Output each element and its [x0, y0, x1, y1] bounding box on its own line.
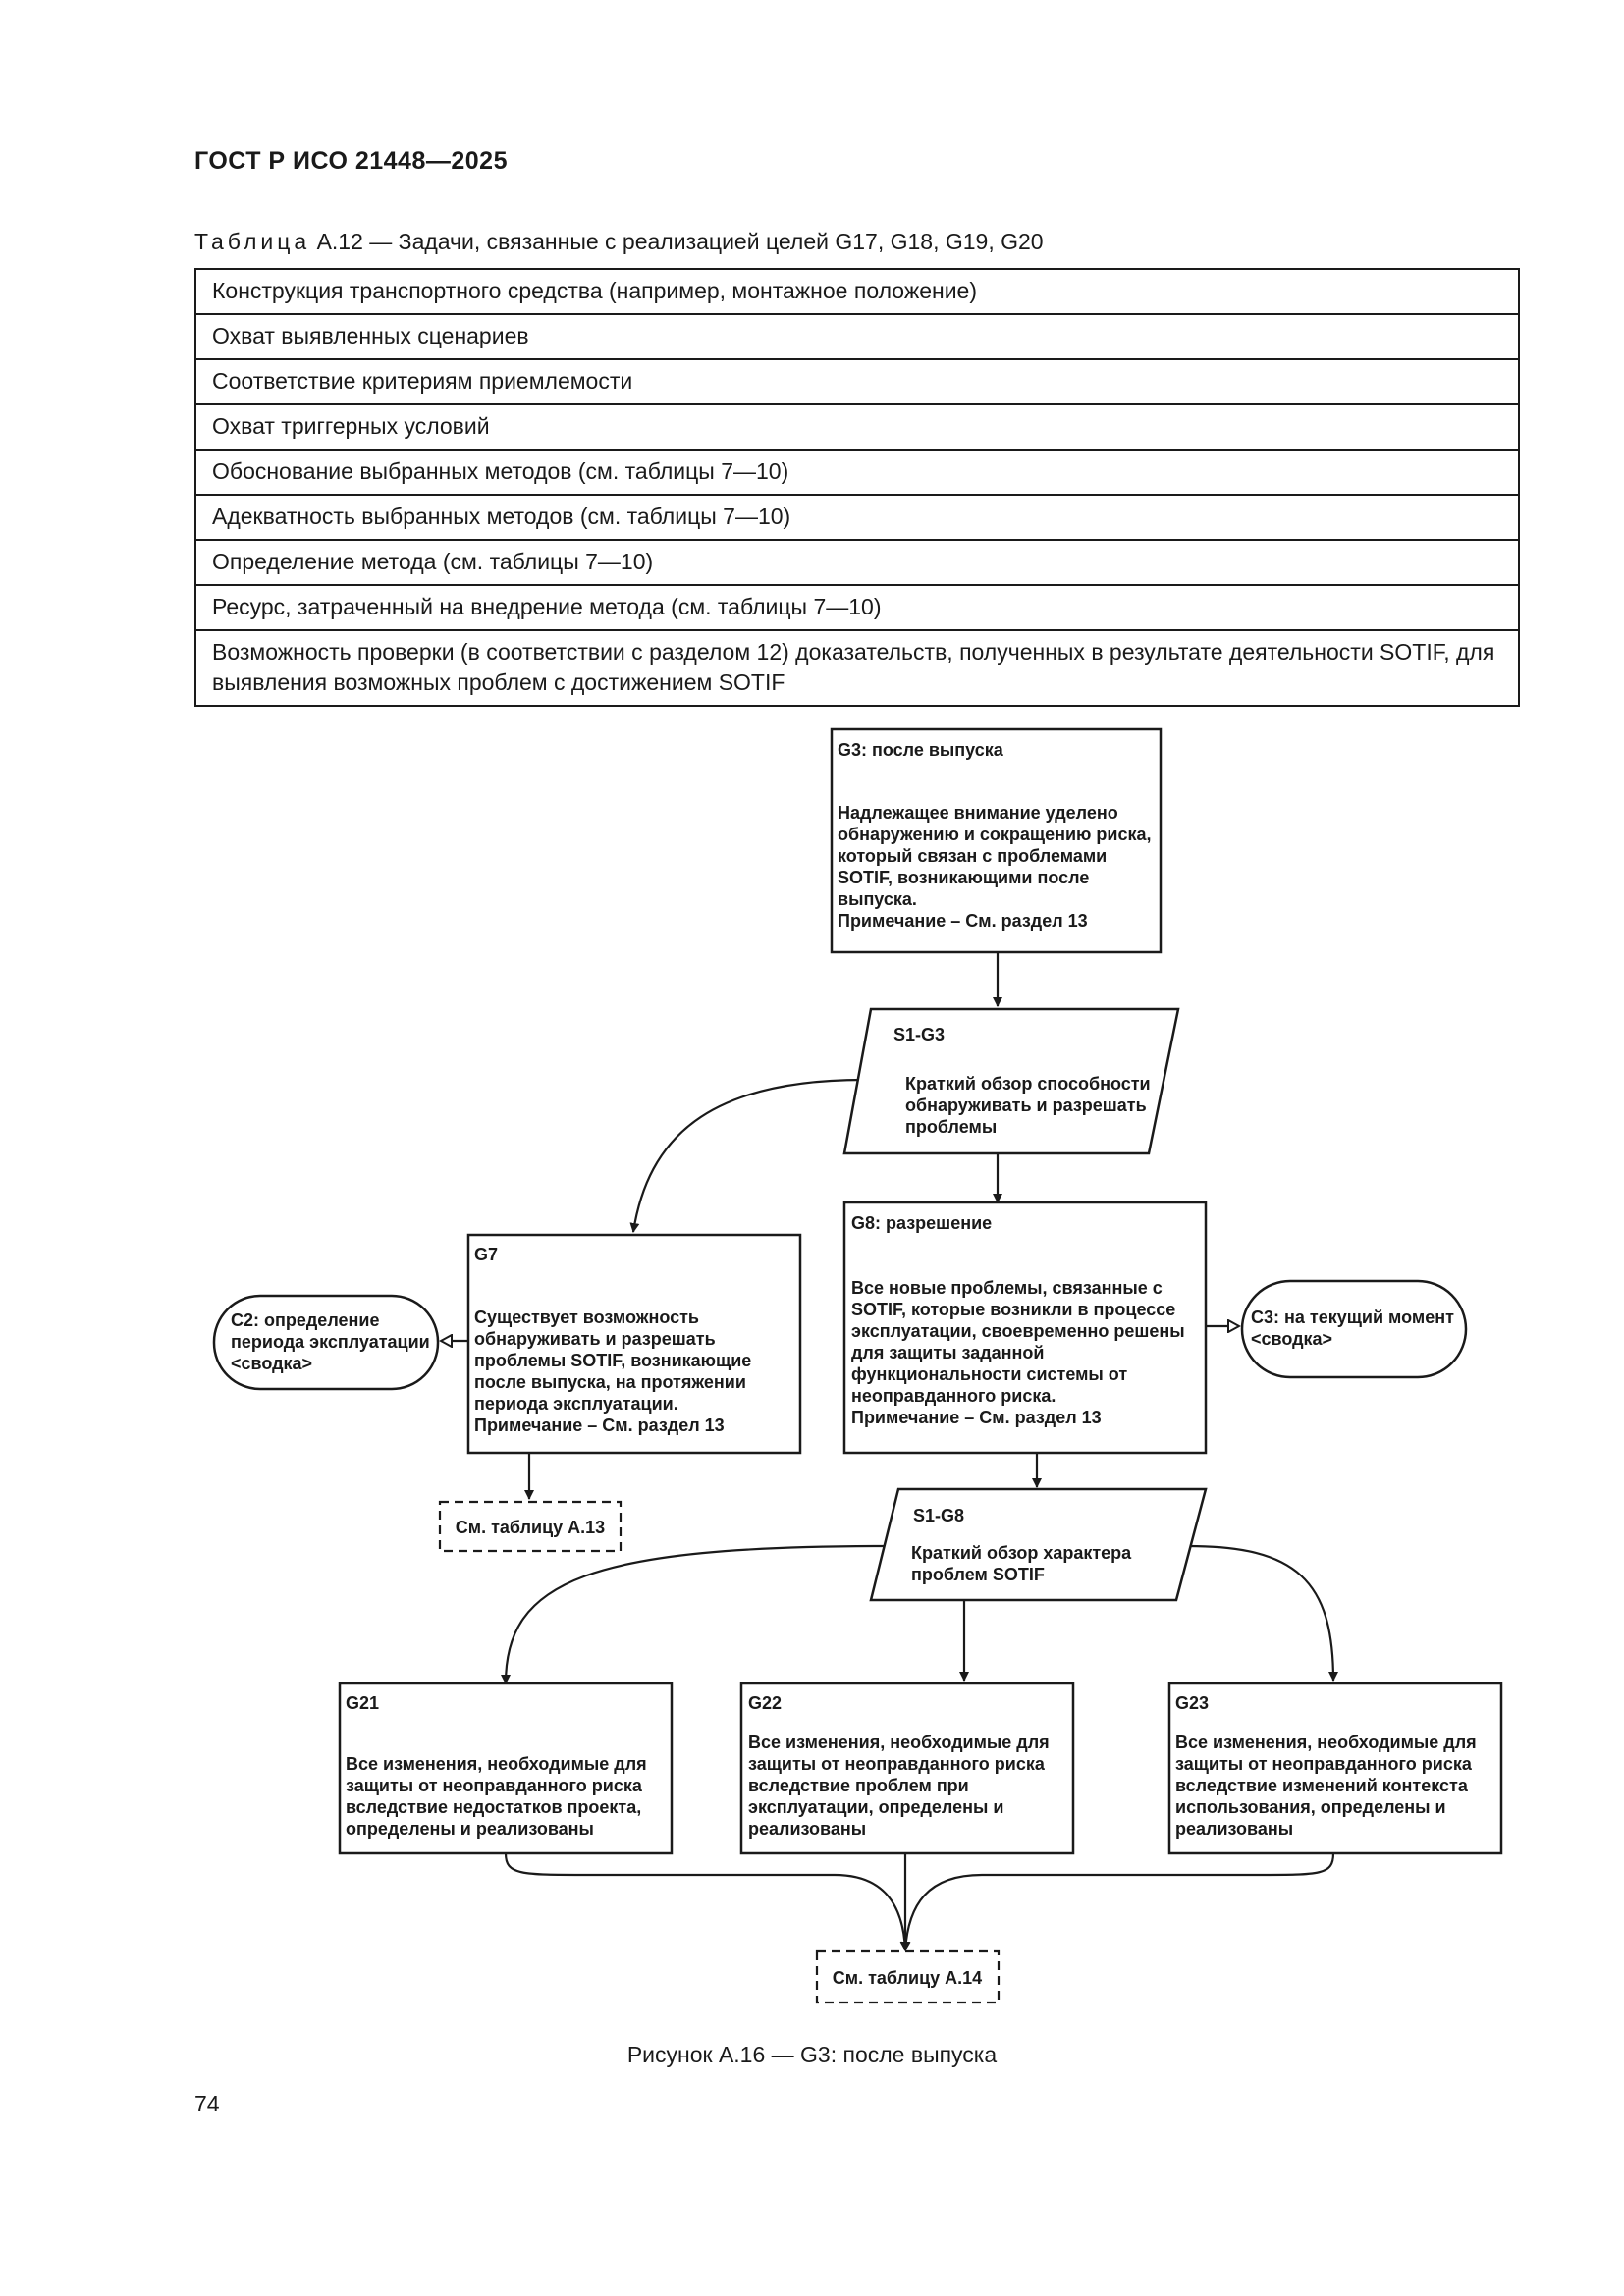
- goal-g3-line: обнаружению и сокращению риска,: [838, 825, 1152, 844]
- edge-g21-ref14: [504, 1852, 910, 1951]
- reference-table-a13: См. таблицу А.13: [438, 1500, 623, 1553]
- edge-g23-ref14: [900, 1852, 1335, 1951]
- context-c2-line: периода эксплуатации: [231, 1332, 430, 1352]
- goal-g8-line: функциональности системы от: [851, 1364, 1127, 1384]
- table-row: Обоснование выбранных методов (см. табли…: [194, 449, 1520, 496]
- context-c2-line: <сводка>: [231, 1354, 312, 1373]
- table-caption: Таблица А.12 — Задачи, связанные с реали…: [194, 229, 1044, 255]
- table-row: Охват триггерных условий: [194, 403, 1520, 451]
- goal-g21-line: защиты от неоправданного риска: [346, 1776, 643, 1795]
- figure-caption: Рисунок А.16 — G3: после выпуска: [626, 2042, 998, 2067]
- page-number: 74: [194, 2091, 220, 2116]
- goal-g23-title: G23: [1175, 1693, 1209, 1713]
- table-row: Конструкция транспортного средства (напр…: [194, 268, 1520, 315]
- strategy-s1g3: S1-G3 Краткий обзор способности обнаружи…: [842, 1007, 1180, 1155]
- goal-g3-title: G3: после выпуска: [838, 740, 1004, 760]
- table-cell: Конструкция транспортного средства (напр…: [194, 268, 1520, 315]
- strategy-s1g8: S1-G8 Краткий обзор характера проблем SO…: [869, 1487, 1208, 1602]
- goal-g21-line: определены и реализованы: [346, 1819, 594, 1839]
- goal-g3-line: Примечание – См. раздел 13: [838, 911, 1088, 931]
- goal-g22: G22 Все изменения, необходимые для защит…: [739, 1682, 1075, 1855]
- goal-g21-line: Все изменения, необходимые для: [346, 1754, 647, 1774]
- goal-g8-line: для защиты заданной: [851, 1343, 1045, 1362]
- table-row: Охват выявленных сценариев: [194, 313, 1520, 360]
- document-header: ГОСТ Р ИСО 21448—2025: [194, 147, 508, 175]
- goal-g21-title: G21: [346, 1693, 379, 1713]
- table-row: Возможность проверки (в соответствии с р…: [194, 629, 1520, 707]
- table-cell: Охват триггерных условий: [194, 403, 1520, 451]
- strategy-s1g3-line: проблемы: [905, 1117, 997, 1137]
- goal-g7-title: G7: [474, 1245, 498, 1264]
- table-row: Определение метода (см. таблицы 7—10): [194, 539, 1520, 586]
- goal-g3-line: SOTIF, возникающими после: [838, 868, 1089, 887]
- table-row: Адекватность выбранных методов (см. табл…: [194, 494, 1520, 541]
- goal-g23-line: реализованы: [1175, 1819, 1293, 1839]
- goal-g7-line: Примечание – См. раздел 13: [474, 1415, 725, 1435]
- table-row: Ресурс, затраченный на внедрение метода …: [194, 584, 1520, 631]
- goal-g7-line: Существует возможность: [474, 1308, 699, 1327]
- table-caption-text: А.12 — Задачи, связанные с реализацией ц…: [310, 229, 1044, 254]
- table-cell: Охват выявленных сценариев: [194, 313, 1520, 360]
- goal-g22-line: реализованы: [748, 1819, 866, 1839]
- edge-s1g8-g23: [1187, 1544, 1338, 1682]
- goal-g8-title: G8: разрешение: [851, 1213, 992, 1233]
- goal-g22-line: защиты от неоправданного риска: [748, 1754, 1046, 1774]
- strategy-s1g3-line: обнаруживать и разрешать: [905, 1095, 1147, 1115]
- goal-g7-line: после выпуска, на протяжении: [474, 1372, 746, 1392]
- strategy-s1g8-title: S1-G8: [913, 1506, 964, 1525]
- goal-g23-line: Все изменения, необходимые для: [1175, 1733, 1477, 1752]
- goal-g23-line: защиты от неоправданного риска: [1175, 1754, 1473, 1774]
- table-cell: Адекватность выбранных методов (см. табл…: [194, 494, 1520, 541]
- goal-g8-line: эксплуатации, своевременно решены: [851, 1321, 1185, 1341]
- goal-g21-line: вследствие недостатков проекта,: [346, 1797, 641, 1817]
- edge-s1g3-g7: [629, 1078, 865, 1233]
- goal-g3-line: выпуска.: [838, 889, 917, 909]
- objectives-table: Конструкция транспортного средства (напр…: [194, 268, 1520, 707]
- goal-g21: G21 Все изменения, необходимые для защит…: [338, 1682, 674, 1855]
- reference-table-a14: См. таблицу А.14: [815, 1949, 1001, 2004]
- context-c3-line: С3: на текущий момент: [1251, 1308, 1454, 1327]
- reference-a13-label: См. таблицу А.13: [456, 1518, 605, 1537]
- goal-g7: G7 Существует возможность обнаруживать и…: [466, 1233, 802, 1455]
- strategy-s1g3-title: S1-G3: [893, 1025, 945, 1044]
- table-cell: Соответствие критериям приемлемости: [194, 358, 1520, 405]
- table-cell: Определение метода (см. таблицы 7—10): [194, 539, 1520, 586]
- goal-g7-line: проблемы SOTIF, возникающие: [474, 1351, 751, 1370]
- edge-s1g8-g21: [501, 1544, 890, 1684]
- strategy-s1g8-line: Краткий обзор характера: [911, 1543, 1132, 1563]
- strategy-s1g3-line: Краткий обзор способности: [905, 1074, 1151, 1094]
- goal-g23-line: вследствие изменений контекста: [1175, 1776, 1469, 1795]
- goal-g23-line: использования, определены и: [1175, 1797, 1446, 1817]
- table-cell: Ресурс, затраченный на внедрение метода …: [194, 584, 1520, 631]
- table-cell: Возможность проверки (в соответствии с р…: [194, 629, 1520, 707]
- goal-g23: G23 Все изменения, необходимые для защит…: [1167, 1682, 1503, 1855]
- goal-g8: G8: разрешение Все новые проблемы, связа…: [842, 1201, 1208, 1455]
- context-c2: С2: определение периода эксплуатации <св…: [212, 1294, 440, 1391]
- goal-g3-line: который связан с проблемами: [838, 846, 1107, 866]
- context-c3-line: <сводка>: [1251, 1329, 1332, 1349]
- goal-g3-line: Надлежащее внимание уделено: [838, 803, 1118, 823]
- table-row: Соответствие критериям приемлемости: [194, 358, 1520, 405]
- goal-g22-line: Все изменения, необходимые для: [748, 1733, 1050, 1752]
- reference-a14-label: См. таблицу А.14: [833, 1968, 982, 1988]
- goal-g8-line: Примечание – См. раздел 13: [851, 1408, 1102, 1427]
- table-cell: Обоснование выбранных методов (см. табли…: [194, 449, 1520, 496]
- goal-g8-line: SOTIF, которые возникли в процессе: [851, 1300, 1175, 1319]
- context-c3: С3: на текущий момент <сводка>: [1240, 1279, 1468, 1379]
- goal-g22-line: эксплуатации, определены и: [748, 1797, 1003, 1817]
- goal-g22-title: G22: [748, 1693, 782, 1713]
- goal-g22-line: вследствие проблем при: [748, 1776, 969, 1795]
- table-caption-prefix: Таблица: [194, 229, 311, 254]
- goal-g7-line: обнаруживать и разрешать: [474, 1329, 716, 1349]
- context-c2-line: С2: определение: [231, 1310, 379, 1330]
- goal-g3: G3: после выпуска Надлежащее внимание уд…: [830, 727, 1163, 954]
- strategy-s1g8-line: проблем SOTIF: [911, 1565, 1045, 1584]
- goal-g8-line: неоправданного риска.: [851, 1386, 1056, 1406]
- goal-g7-line: периода эксплуатации.: [474, 1394, 678, 1414]
- goal-g8-line: Все новые проблемы, связанные с: [851, 1278, 1163, 1298]
